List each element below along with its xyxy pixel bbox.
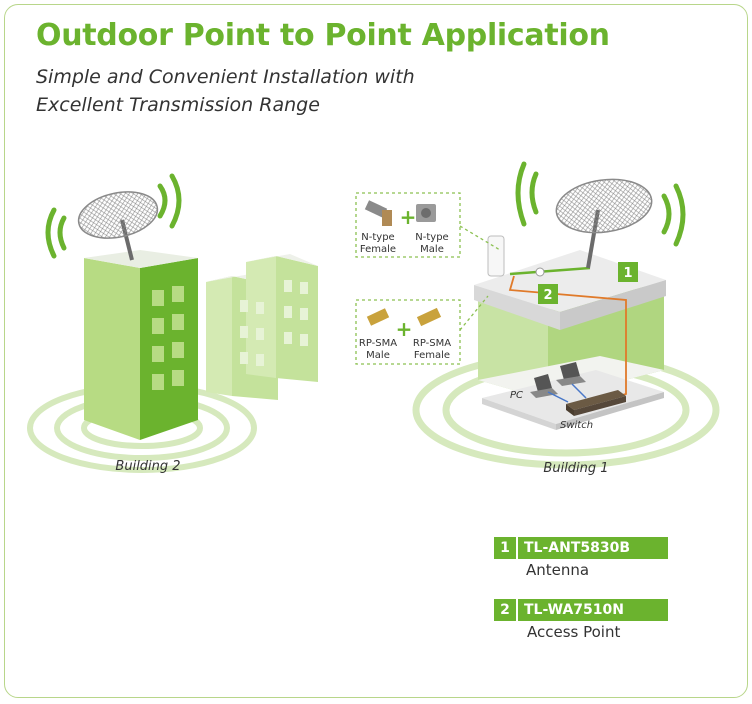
rp-sma-female-label-2: Female bbox=[414, 350, 450, 361]
tall-building bbox=[84, 250, 198, 440]
legend-row-1: 1 TL-ANT5830B bbox=[494, 537, 668, 559]
rp-sma-female-icon bbox=[416, 307, 442, 327]
n-type-male-label-1: N-type bbox=[415, 232, 448, 243]
callout-lines bbox=[355, 192, 501, 365]
signal-waves-right bbox=[515, 161, 686, 247]
rp-sma-male-icon bbox=[366, 308, 390, 326]
n-type-female-label-2: Female bbox=[360, 244, 396, 255]
legend-1-description: Antenna bbox=[526, 561, 590, 579]
legend-1-number: 1 bbox=[494, 537, 516, 559]
building-2-label: Building 2 bbox=[115, 459, 180, 474]
n-type-female-label-1: N-type bbox=[361, 232, 394, 243]
legend-2-code: TL-WA7510N bbox=[518, 599, 668, 621]
pc-label: PC bbox=[510, 390, 523, 401]
rp-sma-male-label-1: RP-SMA bbox=[359, 338, 397, 349]
marker-2-text: 2 bbox=[543, 288, 552, 303]
rp-sma-female-label-1: RP-SMA bbox=[413, 338, 451, 349]
legend-row-2: 2 TL-WA7510N bbox=[494, 599, 668, 621]
network-switch bbox=[566, 390, 626, 416]
grid-antenna-right bbox=[555, 178, 653, 269]
legend-2-description: Access Point bbox=[527, 623, 621, 641]
n-type-male-label-2: Male bbox=[420, 244, 444, 255]
grid-antenna-left bbox=[77, 191, 159, 261]
building-1-label: Building 1 bbox=[543, 461, 608, 476]
plus-sign-bottom: + bbox=[396, 317, 413, 341]
plus-sign-top: + bbox=[400, 205, 417, 229]
legend-1-code: TL-ANT5830B bbox=[518, 537, 668, 559]
subtitle-line-2: Excellent Transmission Range bbox=[36, 94, 320, 116]
access-point-device bbox=[487, 235, 545, 277]
marker-1: 1 bbox=[618, 262, 638, 282]
rp-sma-male-label-2: Male bbox=[366, 350, 390, 361]
building-2-group bbox=[27, 173, 318, 473]
short-buildings bbox=[206, 254, 318, 400]
signal-waves-left bbox=[45, 173, 182, 259]
marker-1-text: 1 bbox=[623, 266, 632, 281]
n-type-female-icon bbox=[364, 200, 392, 226]
marker-2: 2 bbox=[538, 284, 558, 304]
page-title: Outdoor Point to Point Application bbox=[36, 18, 610, 53]
subtitle-line-1: Simple and Convenient Installation with bbox=[36, 66, 415, 88]
pc-laptops bbox=[530, 362, 586, 398]
legend-2-number: 2 bbox=[494, 599, 516, 621]
n-type-male-icon bbox=[416, 204, 436, 222]
switch-label: Switch bbox=[560, 420, 593, 431]
